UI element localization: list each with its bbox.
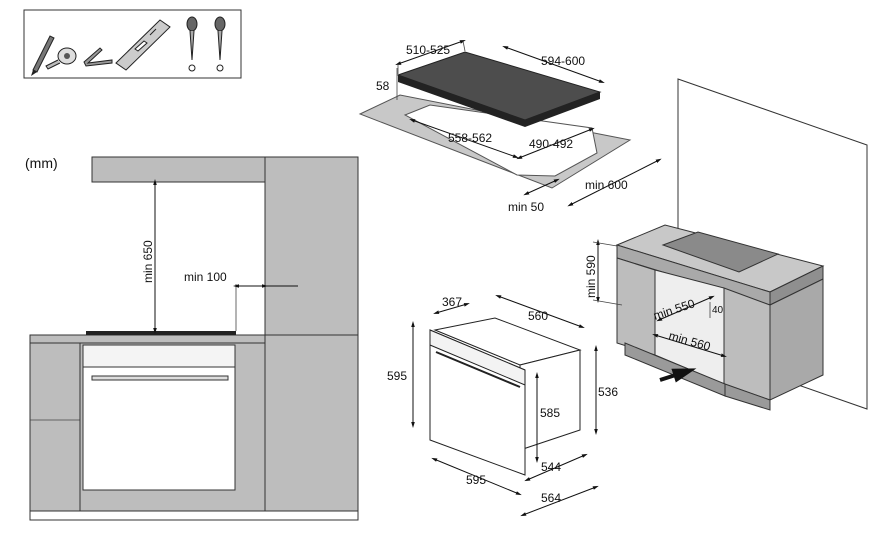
label-560-top: 560 — [528, 309, 548, 323]
screwdriver-flat-icon — [186, 16, 198, 72]
dim-594-600-line — [502, 45, 605, 84]
label-594-600: 594-600 — [541, 54, 585, 68]
tall-cabinet-lower — [264, 334, 359, 512]
dim-595-width-line — [431, 457, 522, 496]
dim-564-line — [520, 485, 599, 517]
tools-panel — [23, 9, 242, 79]
dim-490-492-line — [516, 127, 595, 160]
pencil-icon — [31, 35, 55, 76]
label-510-525: 510-525 — [406, 43, 450, 57]
tape-measure-icon — [45, 47, 77, 70]
dim-560-top-line — [495, 294, 585, 329]
label-558-562: 558-562 — [448, 131, 492, 145]
dim-min-550-line — [656, 295, 715, 322]
tall-cabinet-upper — [264, 156, 359, 336]
dim-510-525-line — [395, 39, 466, 66]
dim-min-560-line — [652, 334, 727, 357]
label-536: 536 — [598, 385, 618, 399]
ventilation-arrow — [659, 368, 697, 383]
label-544: 544 — [541, 460, 561, 474]
oven-body-side — [519, 349, 581, 451]
label-595-height: 595 — [387, 369, 407, 383]
oven-control-panel — [82, 344, 236, 368]
label-490-492: 490-492 — [529, 137, 573, 151]
label-min-590: min 590 — [584, 255, 598, 298]
hob-edge — [398, 75, 600, 127]
units-label: (mm) — [25, 155, 58, 171]
oven-dimensions-view: 367 560 595 585 536 544 595 564 — [387, 294, 618, 517]
label-min-600: min 600 — [585, 178, 628, 192]
cabinet-right-front-panel — [723, 287, 771, 401]
oven-handle — [91, 375, 229, 381]
hob-side — [86, 331, 236, 335]
oven-dim-handle — [435, 351, 521, 388]
hob-cutout-view: 510-525 594-600 58 558-562 490-492 min 6… — [358, 39, 662, 214]
label-min-650: min 650 — [141, 240, 155, 283]
allen-key-icon — [83, 47, 113, 67]
oven-front — [82, 344, 236, 491]
plinth — [29, 510, 359, 521]
label-min-50: min 50 — [508, 200, 544, 214]
dim-min-600-line — [567, 158, 662, 207]
label-585: 585 — [540, 406, 560, 420]
kitchen-side-view: min 650 min 100 — [29, 156, 359, 521]
oven-front-panel — [429, 329, 526, 386]
label-40: 40 — [712, 305, 724, 316]
label-58: 58 — [376, 79, 390, 93]
spirit-level-icon — [115, 19, 171, 71]
tools-frame — [23, 9, 242, 79]
cabinet-perspective-view: min 590 min 550 40 min 560 — [584, 78, 868, 411]
dim-min-50-line — [523, 178, 560, 196]
label-367: 367 — [442, 295, 462, 309]
screwdriver-phillips-icon — [214, 16, 226, 72]
label-595-width: 595 — [466, 473, 486, 487]
cabinet-right-side-panel — [769, 278, 824, 401]
cabinet-hob — [661, 231, 780, 273]
dim-558-562-line — [409, 118, 519, 159]
label-564: 564 — [541, 491, 561, 505]
dim-544-line — [524, 453, 588, 482]
label-min-100: min 100 — [184, 270, 227, 284]
cabinet-left-panel — [616, 257, 656, 356]
dim-367-line — [433, 303, 470, 314]
lower-left-cabinet — [29, 342, 81, 512]
